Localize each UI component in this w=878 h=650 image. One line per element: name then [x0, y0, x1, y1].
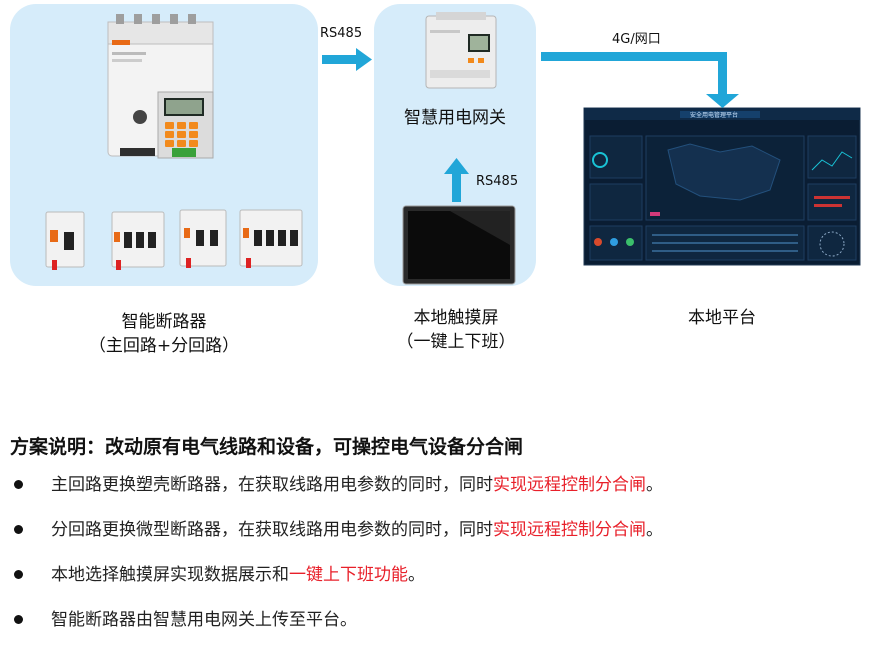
bullet-text: 智能断路器由智慧用电网关上传至平台。	[51, 610, 357, 630]
platform-label: 本地平台	[688, 308, 756, 328]
list-item: 主回路更换塑壳断路器，在获取线路用电参数的同时，同时实现远程控制分合闸。	[10, 470, 663, 515]
touchscreen-label: 本地触摸屏	[413, 308, 499, 328]
touchscreen-device-icon	[402, 205, 516, 285]
branch-breaker-icon	[45, 211, 85, 270]
bullet-text: 本地选择触摸屏实现数据展示和	[51, 565, 289, 585]
arrows	[322, 48, 739, 202]
scheme-title: 方案说明：改动原有电气线路和设备，可操控电气设备分合闸	[10, 436, 524, 458]
platform-screen-icon	[583, 107, 861, 266]
edge-label-rs485-touchscreen: RS485	[476, 174, 519, 189]
breakers-sublabel: （主回路+分回路）	[88, 336, 240, 356]
main-breaker-icon	[107, 14, 214, 159]
bullet-tail: 。	[646, 520, 663, 540]
gateway-label: 智慧用电网关	[404, 108, 506, 128]
bullet-text: 主回路更换塑壳断路器，在获取线路用电参数的同时，同时	[51, 475, 493, 495]
scheme-bullet-list: 主回路更换塑壳断路器，在获取线路用电参数的同时，同时实现远程控制分合闸。 分回路…	[10, 470, 663, 650]
edge-label-4g: 4G/网口	[612, 32, 661, 47]
bullet-dot-icon	[14, 479, 23, 489]
bullet-dot-icon	[14, 569, 23, 579]
breakers-label: 智能断路器	[121, 312, 207, 332]
diagram-graphics	[45, 12, 861, 285]
branch-breaker-icon	[179, 209, 227, 268]
branch-breaker-icon	[111, 211, 165, 270]
list-item: 智能断路器由智慧用电网关上传至平台。	[10, 605, 663, 650]
touchscreen-sublabel: （一键上下班）	[396, 332, 516, 352]
gateway-device-icon	[425, 12, 497, 89]
bullet-text: 分回路更换微型断路器，在获取线路用电参数的同时，同时	[51, 520, 493, 540]
bullet-highlight: 实现远程控制分合闸	[493, 520, 646, 540]
bullet-tail: 。	[408, 565, 425, 585]
edge-label-rs485-breakers: RS485	[320, 26, 363, 41]
list-item: 本地选择触摸屏实现数据展示和一键上下班功能。	[10, 560, 663, 605]
bullet-highlight: 实现远程控制分合闸	[493, 475, 646, 495]
list-item: 分回路更换微型断路器，在获取线路用电参数的同时，同时实现远程控制分合闸。	[10, 515, 663, 560]
bullet-dot-icon	[14, 524, 23, 534]
bullet-highlight: 一键上下班功能	[289, 565, 408, 585]
bullet-dot-icon	[14, 614, 23, 624]
branch-breaker-icon	[239, 209, 303, 268]
bullet-tail: 。	[646, 475, 663, 495]
platform-screen-title: 安全用电管理平台	[690, 112, 739, 119]
